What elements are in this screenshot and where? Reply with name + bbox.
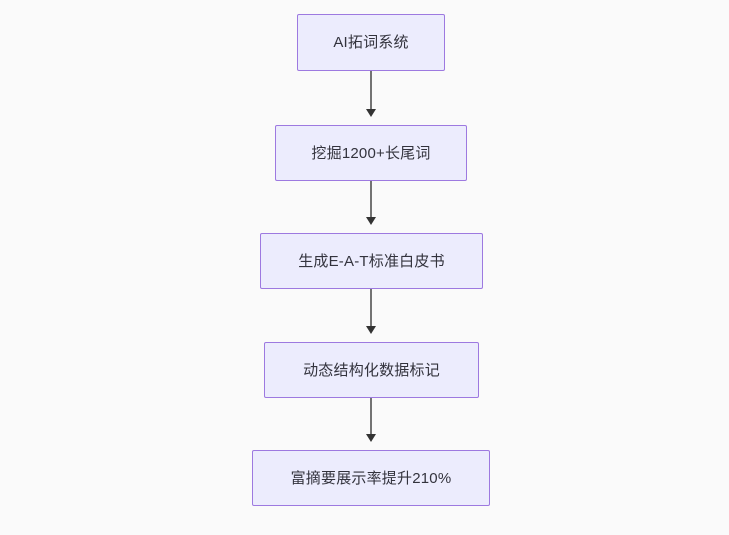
flow-node-label: 挖掘1200+长尾词	[311, 144, 431, 162]
flow-node-label: 富摘要展示率提升210%	[290, 469, 452, 487]
arrow-down-icon	[366, 434, 376, 442]
flow-node-label: 生成E-A-T标准白皮书	[298, 252, 445, 270]
flow-node-mine-longtail-keywords[interactable]: 挖掘1200+长尾词	[275, 125, 467, 181]
flow-node-ai-keyword-system[interactable]: AI拓词系统	[297, 14, 445, 71]
edge-line	[370, 289, 373, 327]
arrow-down-icon	[366, 326, 376, 334]
arrow-down-icon	[366, 217, 376, 225]
edge-line	[370, 71, 373, 110]
flow-node-dynamic-structured-data-markup[interactable]: 动态结构化数据标记	[264, 342, 479, 398]
edge-line	[370, 181, 373, 218]
flow-node-label: 动态结构化数据标记	[303, 361, 440, 379]
flow-node-rich-snippet-impression-uplift[interactable]: 富摘要展示率提升210%	[252, 450, 490, 506]
flow-node-generate-eat-whitepaper[interactable]: 生成E-A-T标准白皮书	[260, 233, 483, 289]
arrow-down-icon	[366, 109, 376, 117]
flow-node-label: AI拓词系统	[333, 34, 409, 51]
edge-line	[370, 398, 373, 435]
